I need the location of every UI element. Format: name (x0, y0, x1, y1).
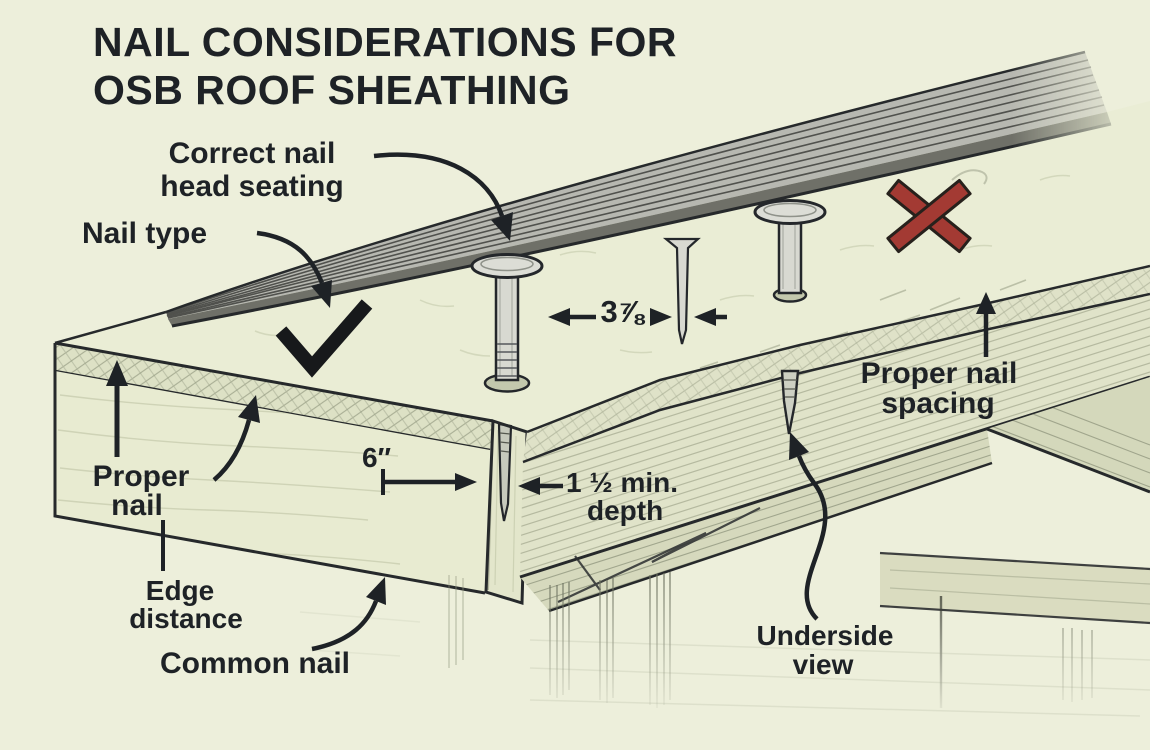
page-title-line2: OSB ROOF SHEATHING (93, 67, 571, 113)
dimension-edge-spacing (381, 469, 477, 495)
wall-plate (879, 551, 1150, 625)
label-edge-distance-line2: distance (129, 603, 243, 634)
proud-nail (753, 199, 827, 303)
label-proper-nail-line2: nail (111, 489, 163, 522)
label-nail-spacing-line2: spacing (881, 387, 995, 420)
cut-cross-section (484, 418, 529, 606)
label-edge-distance-line1: Edge (145, 575, 215, 606)
dimension-nail-spacing (548, 308, 727, 326)
label-underside-view-line2: view (792, 649, 854, 680)
label-correct-seating-line1: Correct nail (168, 137, 336, 170)
label-underside-view-line1: Underside (756, 620, 894, 651)
seated-nail (470, 253, 544, 393)
dimension-text-depth-line1: 1 ½ min. (566, 467, 679, 498)
roof-plane-right (987, 377, 1150, 492)
label-correct-seating-line2: head seating (160, 170, 344, 203)
dimension-text-edge-spacing: 6″ (362, 442, 391, 473)
underside-structure (519, 294, 1150, 717)
label-proper-nail-line1: Proper (92, 460, 190, 493)
shingle-stripes (165, 59, 1105, 319)
truss-braces (557, 507, 761, 603)
dimension-text-nail-spacing: 3⅞ (600, 294, 644, 329)
wall-planks (529, 639, 1150, 717)
label-common-nail: Common nail (160, 647, 351, 680)
background-sketch (299, 575, 464, 668)
protruding-nail-tip (780, 369, 800, 435)
label-nail-spacing-line1: Proper nail (860, 357, 1018, 390)
arrow-nail-type (256, 230, 325, 284)
label-nail-type: Nail type (82, 217, 208, 250)
arrow-correct-seating (373, 152, 505, 217)
annotations (106, 152, 996, 652)
dimension-text-depth-line2: depth (587, 495, 664, 526)
arrow-common-nail (311, 600, 379, 652)
checkmark-icon (275, 299, 373, 378)
posts (549, 572, 1093, 708)
dimension-depth (518, 477, 563, 495)
x-mark-icon (886, 178, 972, 254)
arrow-proper-nail (212, 419, 252, 482)
page-title-line1: NAIL CONSIDERATIONS FOR (93, 19, 677, 65)
arrow-underside-view (796, 455, 828, 621)
thin-nail (662, 237, 701, 345)
osb-edge-right (522, 264, 1150, 464)
pencil-squiggle (951, 169, 988, 185)
shingle-band (165, 50, 1112, 328)
